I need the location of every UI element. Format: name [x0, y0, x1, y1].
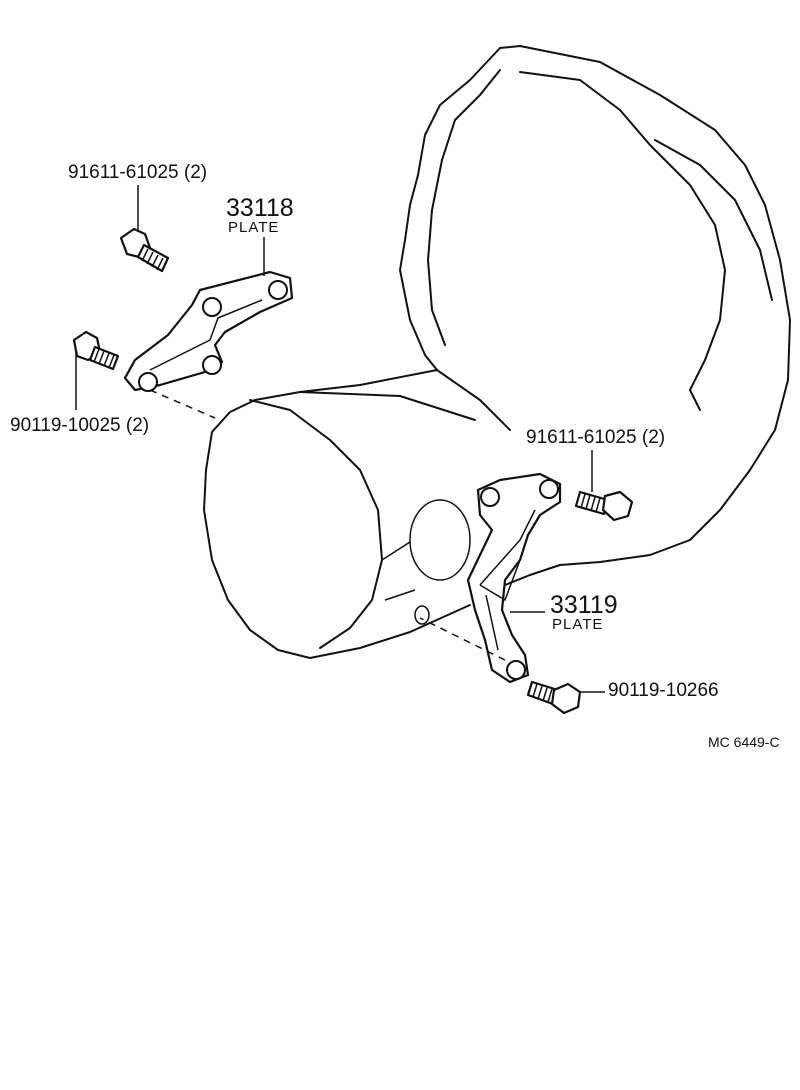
bolt-91611-right [574, 490, 634, 522]
bolt-upper-left-part-number: 91611-61025 (2) [68, 162, 208, 183]
bolt-90119-lower-right [526, 680, 582, 715]
bolt-right-part-number: 91611-61025 (2) [526, 427, 666, 448]
bolt-90119-lower-left [72, 330, 120, 371]
diagram-reference-code: MC 6449-C [708, 734, 780, 750]
plate-33119 [466, 472, 562, 684]
leader-lines [75, 185, 605, 693]
plate-lower-name: PLATE [552, 616, 604, 633]
plate-upper-part-number: 33118 [226, 194, 294, 222]
plate-lower-part-number: 33119 [550, 591, 618, 619]
bolt-91611-upper-left [119, 227, 170, 273]
transmission-housing [203, 45, 791, 659]
bolt-lower-right-part-number: 90119-10266 [608, 680, 719, 701]
plate-33118 [123, 270, 294, 392]
bolt-lower-left-part-number: 90119-10025 (2) [10, 415, 150, 436]
plate-upper-name: PLATE [228, 219, 280, 236]
